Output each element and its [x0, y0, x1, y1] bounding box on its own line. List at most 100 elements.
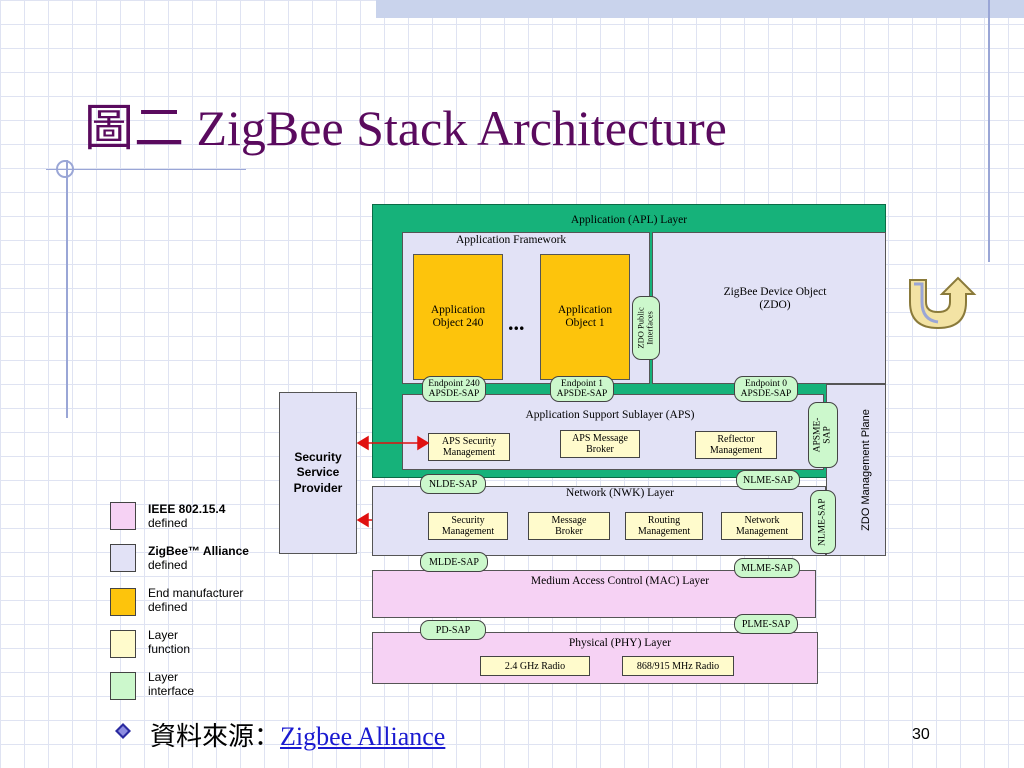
application-framework-label: Application Framework	[456, 234, 567, 246]
nwk-security-line2: Management	[441, 526, 495, 537]
ssp-line3: Provider	[293, 480, 343, 495]
app-object-240-line1: Application	[430, 303, 486, 316]
nwk-layer-label: Network (NWK) Layer	[566, 487, 674, 500]
zdo-management-plane-label: ZDO Management Plane	[860, 409, 873, 531]
slide-title: 圖二 ZigBee Stack Architecture	[84, 100, 727, 156]
nlme-sap-vertical: NLME-SAP	[810, 490, 836, 554]
apsme-sap: APSME- SAP	[808, 402, 838, 468]
zdo-label: ZigBee Device Object (ZDO)	[700, 280, 850, 318]
reflector-line2: Management	[709, 445, 763, 456]
aps-message-broker: APS Message Broker	[560, 430, 640, 458]
page-number: 30	[912, 726, 930, 743]
right-decor-line	[988, 0, 990, 262]
endpoint-240-line2: APSDE-SAP	[428, 389, 480, 399]
legend-zigbee-line2: defined	[148, 558, 188, 573]
endpoint-0-line1: Endpoint 0	[745, 378, 787, 389]
legend-swatch-manufacturer	[110, 588, 136, 616]
endpoint-0-sap: Endpoint 0 APSDE-SAP	[734, 376, 798, 402]
reflector-line1: Reflector	[717, 434, 755, 445]
pd-sap: PD-SAP	[420, 620, 486, 640]
legend-function-line2: function	[148, 642, 191, 657]
legend-swatch-ieee	[110, 502, 136, 530]
endpoint-240-line1: Endpoint 240	[428, 378, 480, 389]
zdo-public-interfaces-line2: Interfaces	[645, 311, 656, 345]
apsme-sap-line2: SAP	[822, 426, 832, 444]
legend-manufacturer-line1: End manufacturer	[148, 586, 244, 600]
ssp-line2: Service	[296, 465, 340, 480]
application-object-240: Application Object 240	[413, 254, 503, 380]
aps-security-management: APS Security Management	[428, 433, 510, 461]
title-underline	[46, 169, 246, 170]
legend-interface-line1: Layer	[148, 670, 179, 684]
source-link[interactable]: Zigbee Alliance	[280, 722, 446, 751]
source-label: 資料來源：	[150, 722, 281, 751]
mac-layer	[372, 570, 816, 618]
legend-item-function: Layer function	[148, 628, 190, 657]
radio-868-915mhz: 868/915 MHz Radio	[622, 656, 734, 676]
application-object-1: Application Object 1	[540, 254, 630, 380]
legend-manufacturer-line2: defined	[148, 600, 188, 615]
aps-security-line2: Management	[442, 447, 496, 458]
nwk-message-broker-line2: Broker	[555, 526, 583, 537]
legend-item-manufacturer: End manufacturer defined	[148, 586, 243, 615]
endpoint-240-sap: Endpoint 240 APSDE-SAP	[422, 376, 486, 402]
phy-layer	[372, 632, 818, 684]
apl-layer-label: Application (APL) Layer	[570, 214, 688, 227]
legend-item-interface: Layer interface	[148, 670, 194, 699]
radio-2-4ghz: 2.4 GHz Radio	[480, 656, 590, 676]
legend-ieee-line2: defined	[148, 516, 188, 531]
endpoint-1-line2: APSDE-SAP	[556, 389, 608, 399]
legend-item-zigbee: ZigBee™ Alliance defined	[148, 544, 249, 573]
zdo-public-interfaces: ZDO Public Interfaces	[632, 296, 660, 360]
network-mgmt-line2: Management	[735, 526, 789, 537]
legend-swatch-function	[110, 630, 136, 658]
nlme-sap-vertical-label: NLME-SAP	[817, 498, 828, 546]
nwk-message-broker-line1: Message	[551, 515, 587, 526]
nwk-message-broker: Message Broker	[528, 512, 610, 540]
decor-circle	[56, 160, 74, 178]
routing-management: Routing Management	[625, 512, 703, 540]
zigbee-device-object	[652, 232, 886, 384]
mlme-sap: MLME-SAP	[734, 558, 800, 578]
app-object-1-line2: Object 1	[565, 317, 605, 329]
nwk-security-management: Security Management	[428, 512, 508, 540]
network-mgmt-line1: Network	[744, 515, 780, 526]
ssp-line1: Security	[294, 449, 342, 464]
plme-sap: PLME-SAP	[734, 614, 798, 634]
endpoint-0-line2: APSDE-SAP	[740, 389, 792, 399]
aps-message-broker-line1: APS Message	[572, 433, 628, 444]
zdo-label-line2: (ZDO)	[759, 299, 791, 311]
endpoint-1-line1: Endpoint 1	[561, 378, 603, 389]
return-arrow-icon[interactable]	[904, 276, 984, 332]
legend-swatch-zigbee	[110, 544, 136, 572]
app-object-240-line2: Object 240	[432, 317, 484, 329]
aps-sublayer-label: Application Support Sublayer (APS)	[525, 409, 695, 422]
aps-message-broker-line2: Broker	[586, 444, 614, 455]
legend-function-line1: Layer	[148, 628, 179, 642]
network-management: Network Management	[721, 512, 803, 540]
security-service-provider: Security Service Provider	[279, 392, 357, 554]
legend-zigbee-line1: ZigBee™ Alliance	[148, 544, 249, 558]
legend-ieee-line1: IEEE 802.15.4	[148, 502, 226, 516]
nlme-sap: NLME-SAP	[736, 470, 800, 490]
endpoint-1-sap: Endpoint 1 APSDE-SAP	[550, 376, 614, 402]
zdo-management-plane-label-wrap: ZDO Management Plane	[846, 384, 886, 556]
legend-swatch-interface	[110, 672, 136, 700]
left-decor-line	[66, 160, 68, 418]
top-decor-band	[376, 0, 1024, 18]
diamond-bullet-icon	[115, 723, 131, 739]
ellipsis: ...	[508, 310, 525, 335]
zdo-label-line1: ZigBee Device Object	[723, 285, 827, 298]
nlde-sap: NLDE-SAP	[420, 474, 486, 494]
mac-layer-label: Medium Access Control (MAC) Layer	[530, 575, 710, 588]
phy-layer-label: Physical (PHY) Layer	[568, 637, 672, 650]
routing-line2: Management	[637, 526, 691, 537]
routing-line1: Routing	[647, 515, 681, 526]
aps-security-line1: APS Security	[441, 436, 497, 447]
source-line: 資料來源：Zigbee Alliance	[150, 716, 445, 753]
app-object-1-line1: Application	[557, 303, 613, 316]
reflector-management: Reflector Management	[695, 431, 777, 459]
legend-item-ieee: IEEE 802.15.4 defined	[148, 502, 225, 531]
nwk-security-line1: Security	[451, 515, 485, 526]
mlde-sap: MLDE-SAP	[420, 552, 488, 572]
